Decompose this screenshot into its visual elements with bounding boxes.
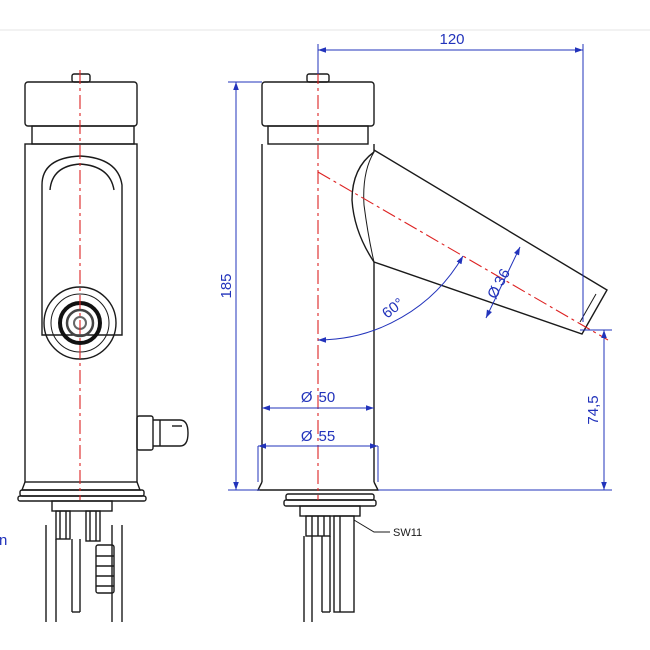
dimension-lines [228,44,612,491]
edge-text-fragment: n [0,532,7,549]
diameter-symbol: Ø [301,428,313,445]
side-view-cap [24,81,138,127]
side-view [17,73,189,622]
width-dimension-label: 120 [439,31,464,48]
diameter-symbol: Ø [301,389,313,406]
front-view [256,73,608,622]
spout-axis [317,171,609,341]
side-view-body [24,143,138,483]
spout [373,149,608,335]
wrench-size-label: SW11 [393,527,422,539]
spout-diameter-dimension-label: Ø36 [484,266,514,302]
spout-height-dimension-label: 74,5 [585,395,602,424]
height-dimension-label: 185 [218,273,235,298]
angle-dimension-label: 60° [379,295,407,322]
side-knob [136,415,154,451]
